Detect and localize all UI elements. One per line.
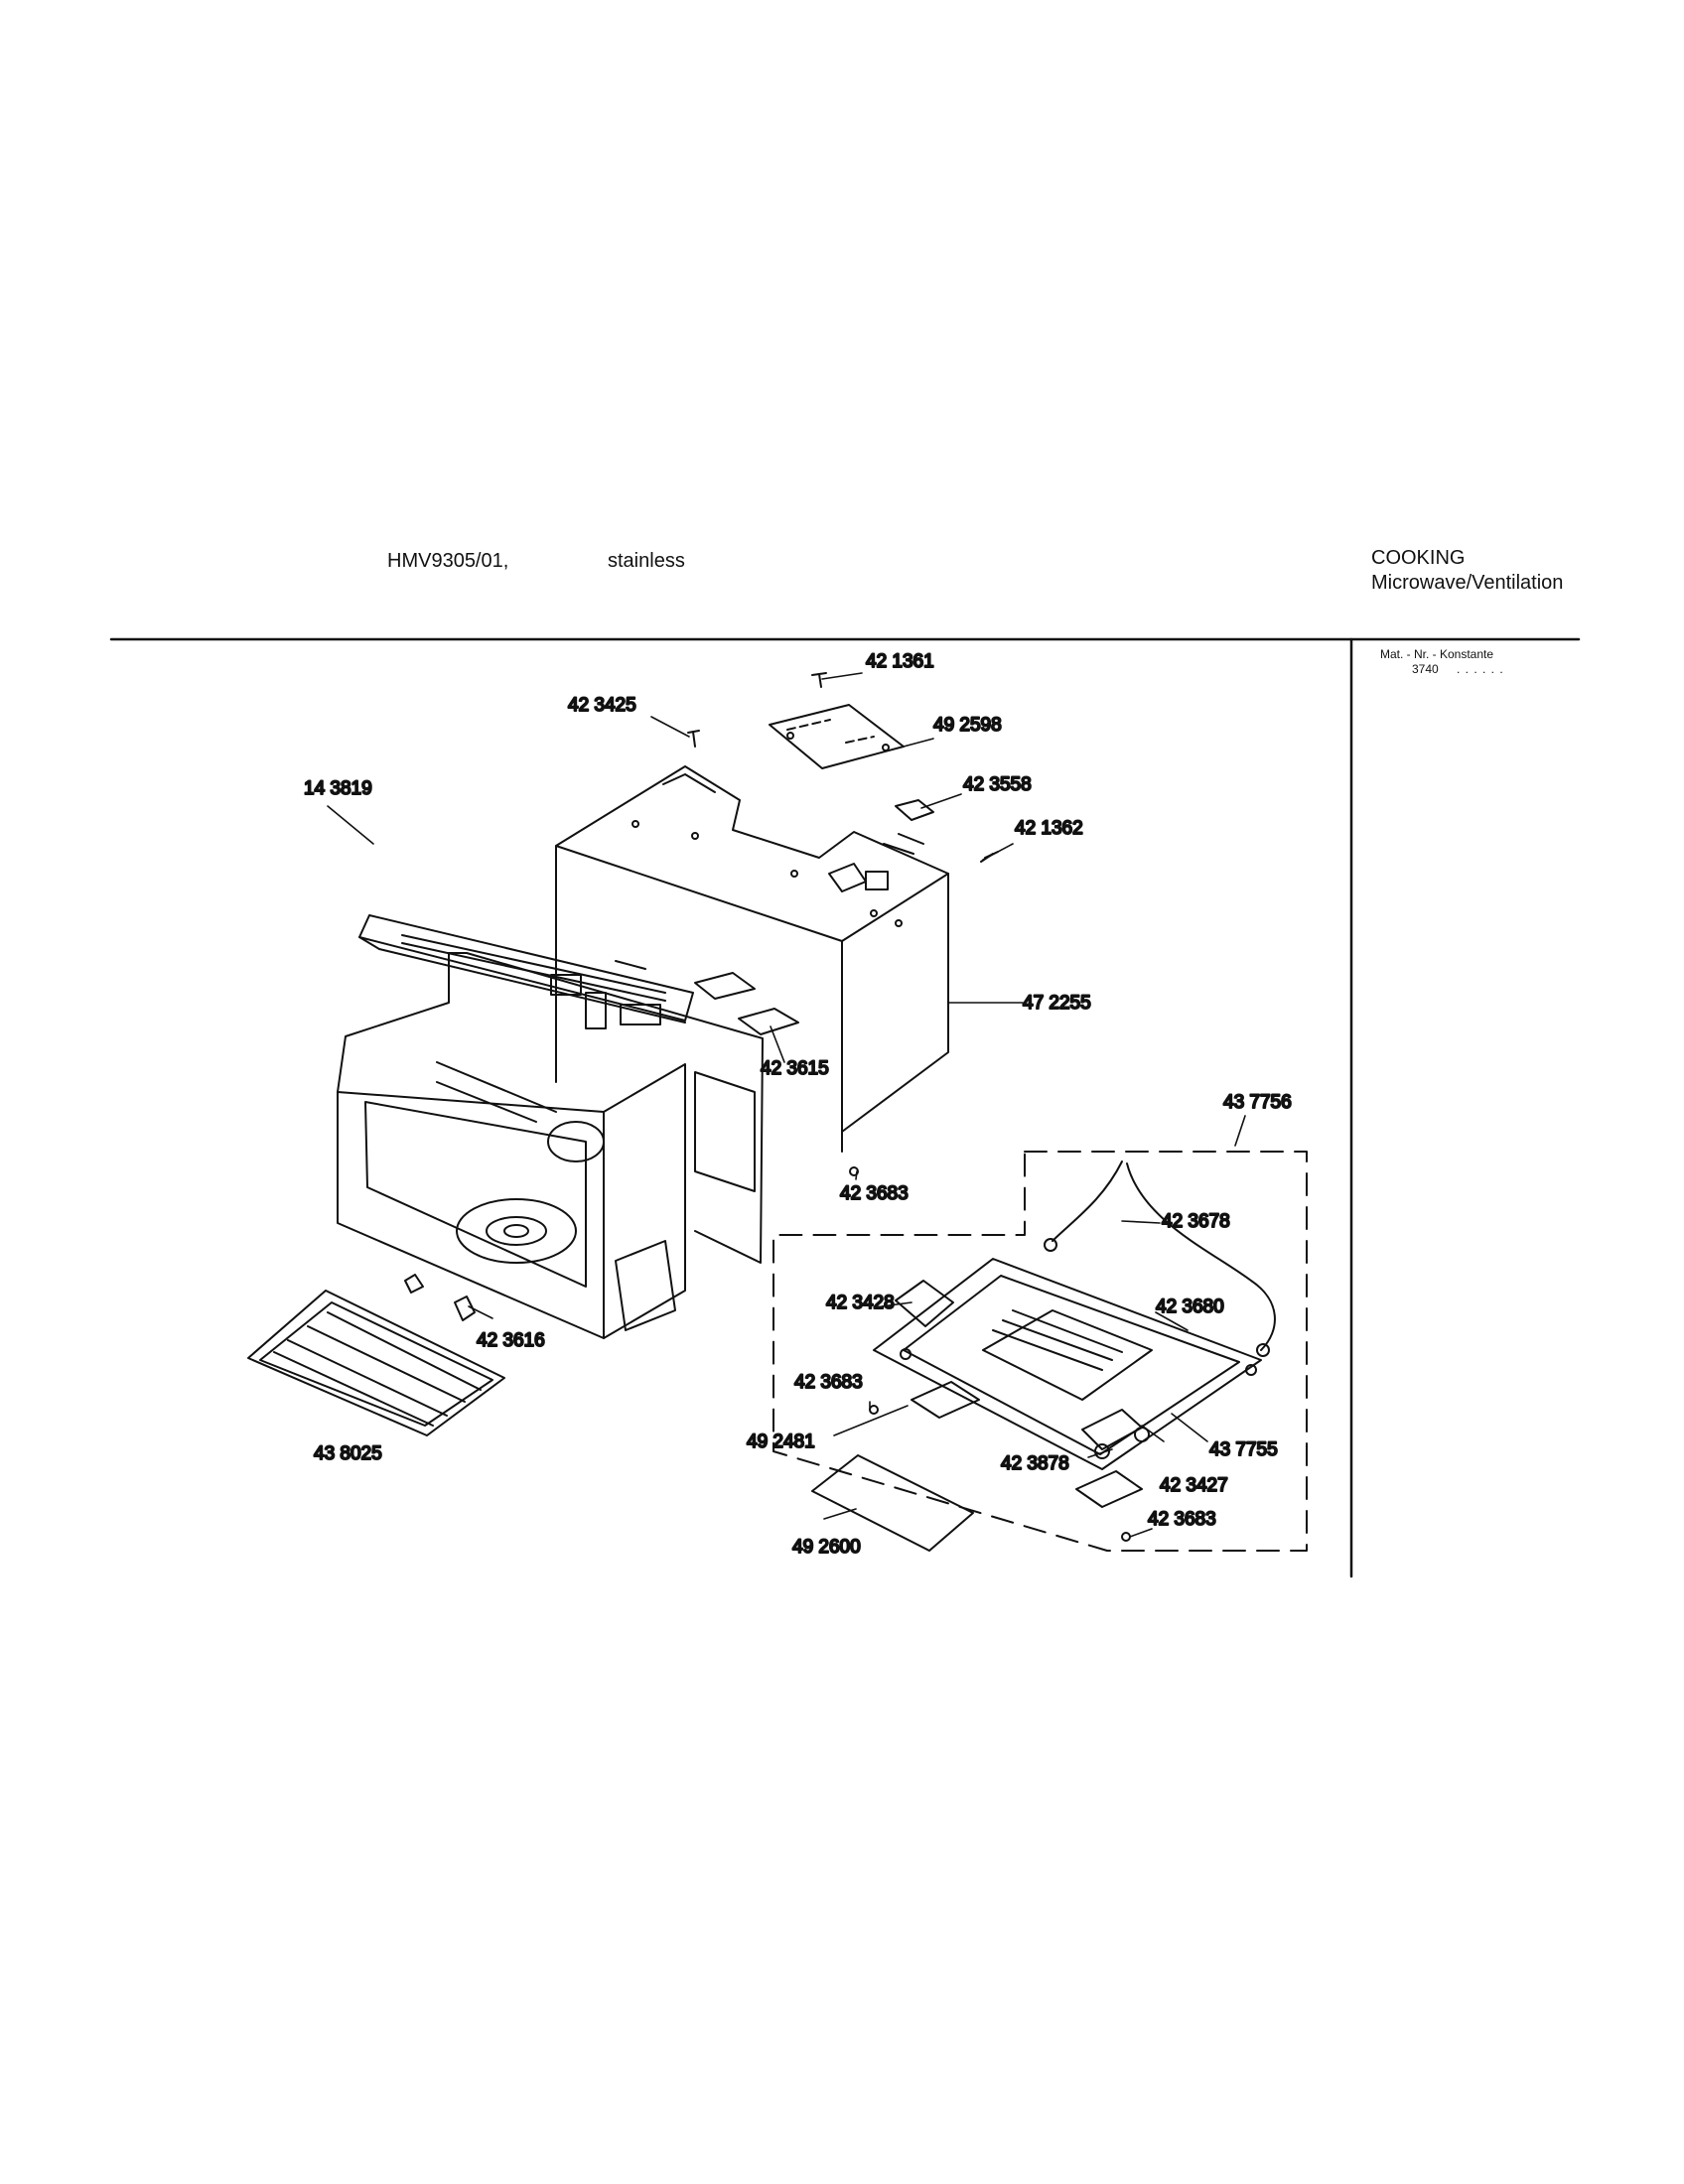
bracket-423558 [895, 799, 934, 821]
control-panel-front-part [358, 914, 694, 1024]
part-label: 14 3819 [304, 778, 372, 799]
part-label: 42 3425 [568, 695, 636, 716]
bracket-423615b [738, 1008, 799, 1035]
top-cover-plate-part [769, 704, 905, 769]
material-number-value: 3740 [1412, 662, 1439, 676]
mounting-plate-part [873, 1258, 1262, 1470]
material-number-label: Mat. - Nr. - Konstante [1380, 647, 1494, 661]
part-label: 42 3878 [1001, 1453, 1069, 1474]
pad-492481 [911, 1381, 980, 1419]
part-label: 42 3558 [963, 774, 1032, 795]
model-number: HMV9305/01, [387, 550, 509, 572]
part-label: 42 3683 [1148, 1509, 1216, 1530]
category-label: COOKING [1371, 547, 1466, 569]
hinge-423428 [895, 1280, 954, 1327]
part-label: 43 7755 [1209, 1439, 1278, 1460]
screw-423425 [687, 730, 700, 748]
oven-cavity-chassis-part [337, 952, 764, 1339]
outer-cabinet-part [555, 765, 949, 1153]
part-label: 42 3616 [477, 1330, 545, 1351]
grease-filter-part [247, 1290, 505, 1436]
clip-423616 [454, 1296, 476, 1321]
screw-423683c [1121, 1532, 1131, 1542]
latch-part [404, 1274, 424, 1294]
part-label: 43 7756 [1223, 1092, 1292, 1113]
part-label: 49 2600 [792, 1537, 861, 1558]
material-number-dots: . . . . . . [1457, 662, 1504, 676]
wire-harness-part [1044, 1160, 1276, 1357]
finish-label: stainless [608, 550, 685, 572]
screw-423683b [869, 1405, 879, 1415]
bracket-423615a [694, 972, 756, 1000]
leader-lines [327, 672, 1246, 1538]
part-label: 42 3427 [1160, 1475, 1228, 1496]
part-label: 47 2255 [1023, 993, 1091, 1014]
part-label: 42 1362 [1015, 818, 1083, 839]
part-label: 42 3615 [761, 1058, 829, 1079]
part-label: 49 2598 [933, 715, 1002, 736]
screw-423683a [849, 1166, 859, 1176]
part-label: 42 3680 [1156, 1297, 1224, 1317]
charcoal-filter-part [811, 1454, 974, 1552]
part-label: 42 3678 [1162, 1211, 1230, 1232]
part-label: 42 1361 [866, 651, 934, 672]
part-label: 43 8025 [314, 1443, 382, 1464]
part-label: 49 2481 [747, 1432, 815, 1452]
part-label: 42 3683 [840, 1183, 909, 1204]
part-label: 42 3428 [826, 1293, 895, 1313]
subassembly-boundary [772, 1151, 1308, 1552]
screw-421361 [811, 672, 827, 688]
pad-423427b [1075, 1470, 1143, 1508]
subcategory-label: Microwave/Ventilation [1371, 572, 1564, 594]
part-label: 42 3683 [794, 1372, 863, 1393]
hinge-423427 [1081, 1409, 1143, 1450]
